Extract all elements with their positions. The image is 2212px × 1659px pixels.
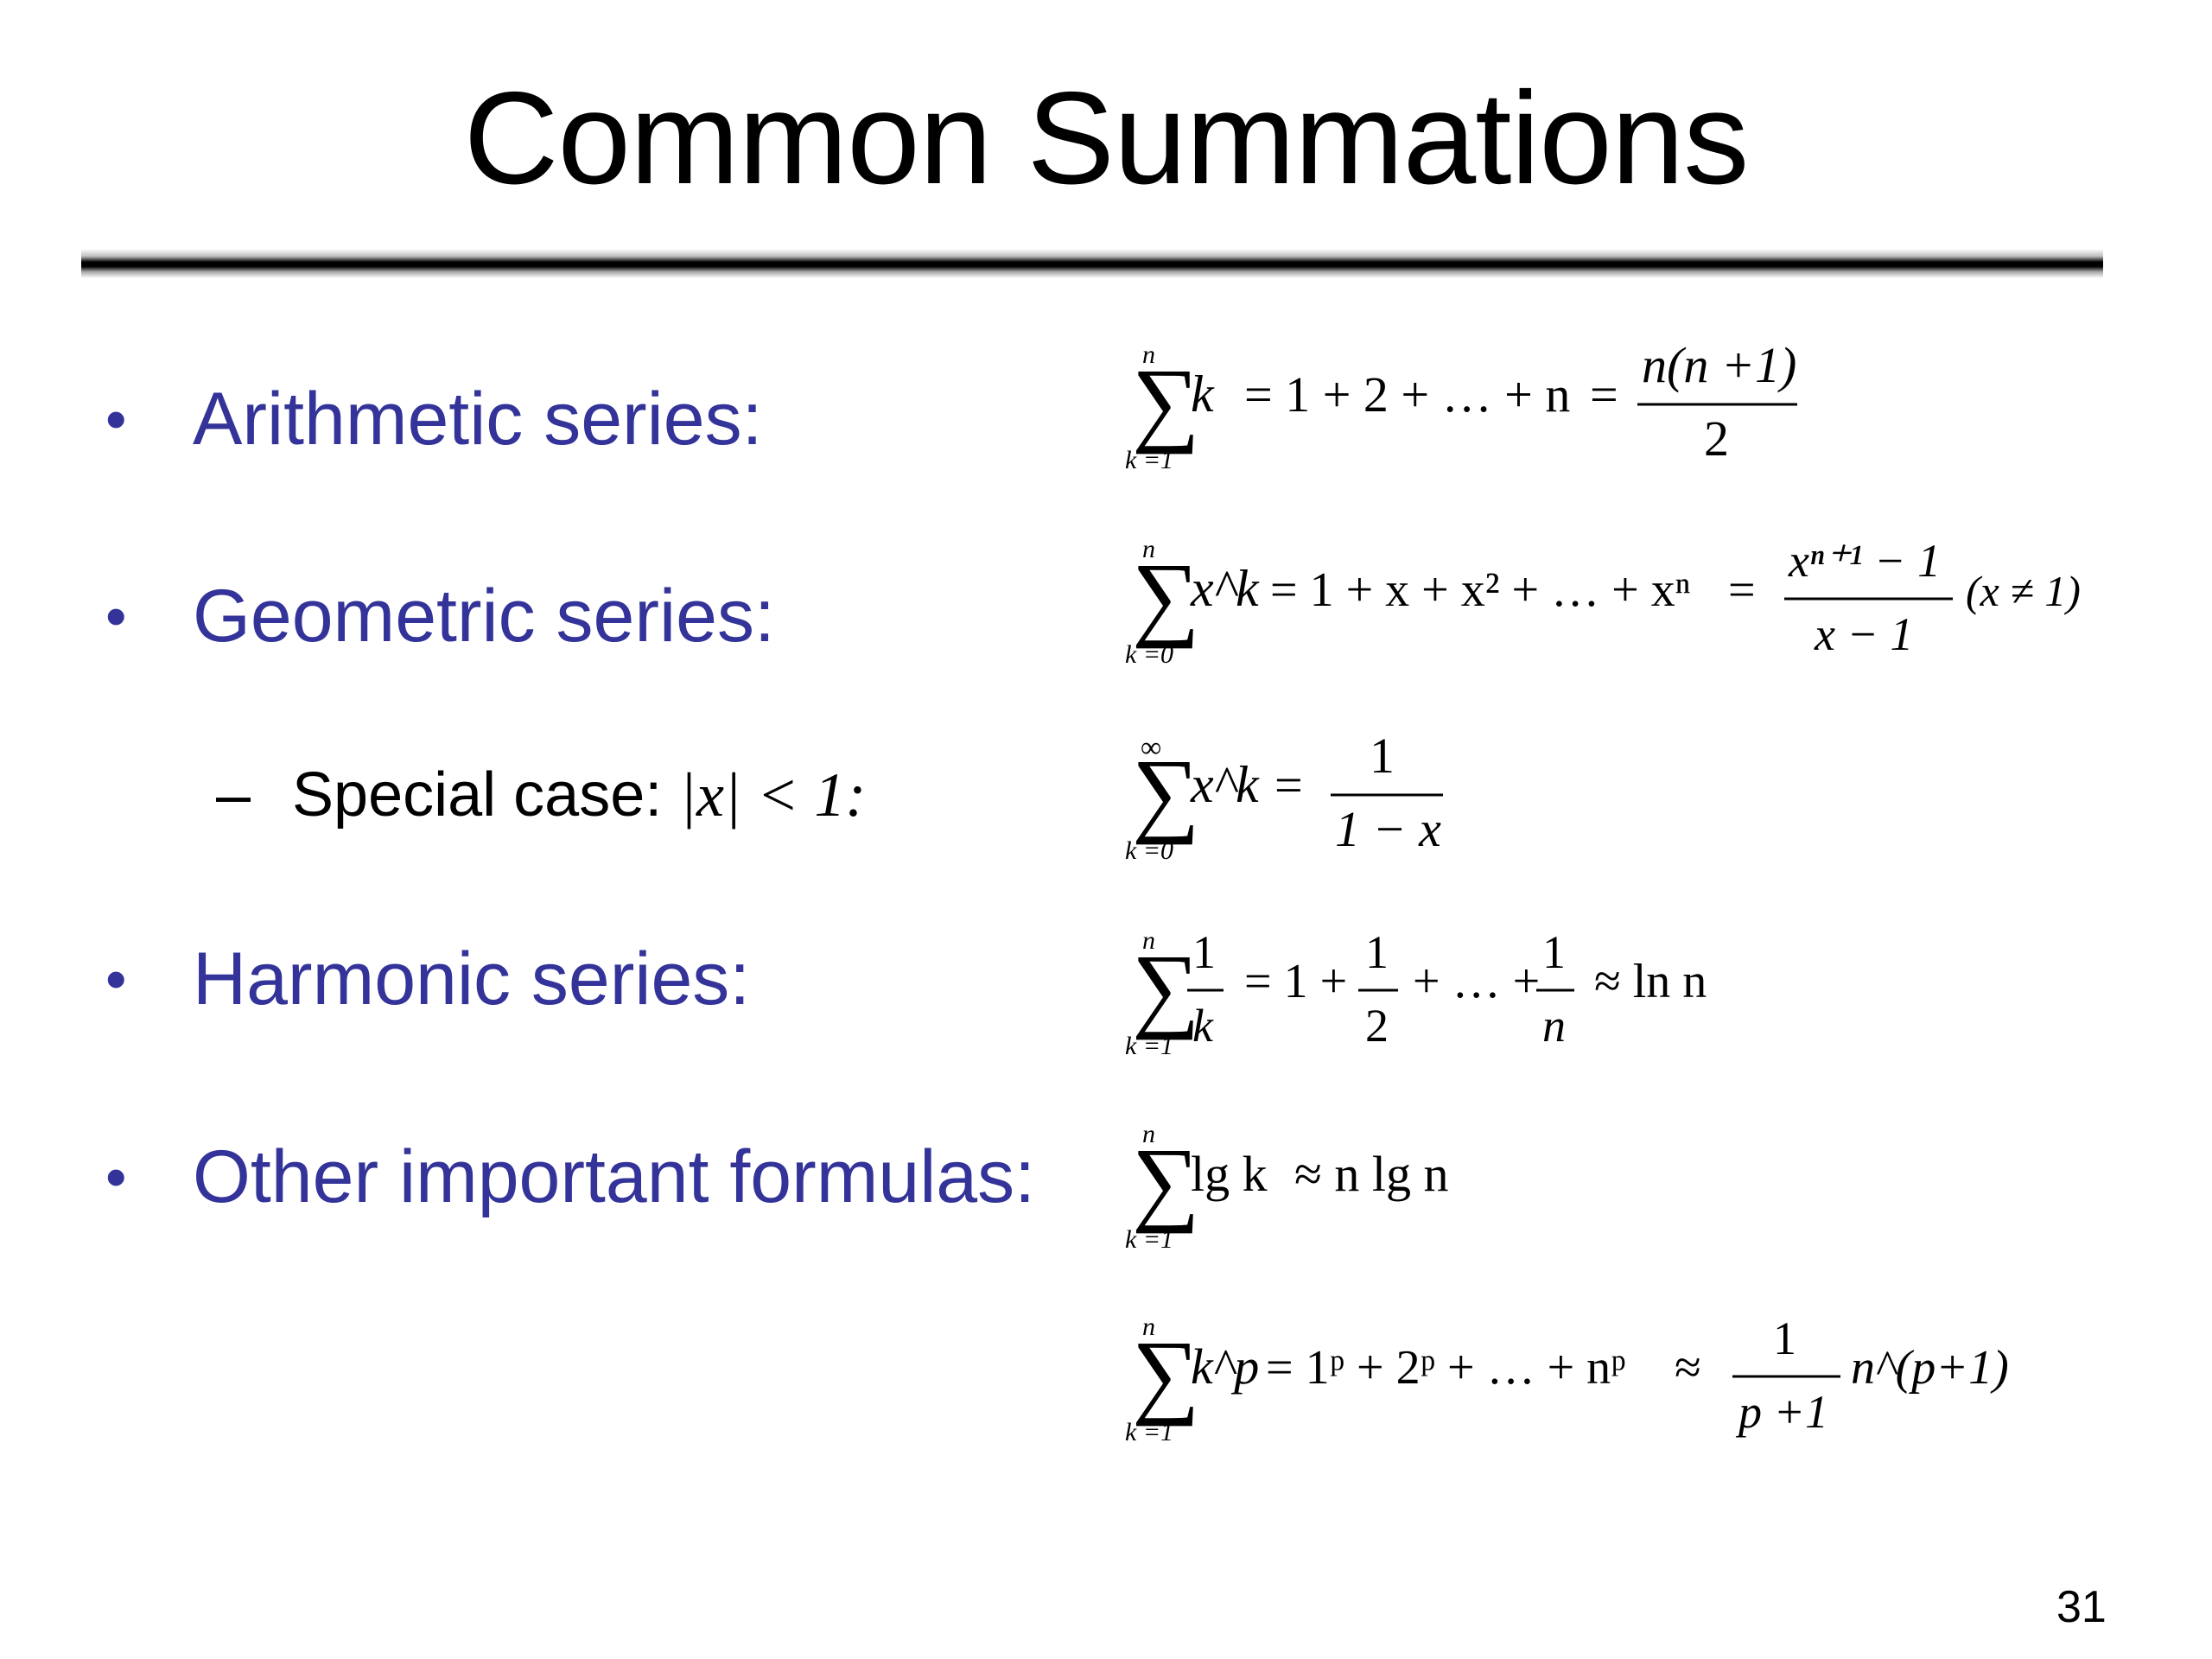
sum-lower-limit: k =1	[1125, 1032, 1173, 1060]
last-numerator: 1	[1542, 926, 1566, 978]
summand: x^k	[1190, 560, 1260, 617]
special-case-condition: |x| < 1:	[679, 760, 867, 830]
summand: x^k	[1190, 756, 1260, 813]
page-number: 31	[2056, 1582, 2107, 1632]
sigma-icon: ∑	[1132, 1321, 1199, 1427]
power-tail: n^(p+1)	[1851, 1341, 2009, 1395]
bullet-dot-icon: •	[105, 945, 127, 1013]
sum-upper-limit: n	[1142, 535, 1155, 563]
equals-sign: =	[1590, 366, 1618, 423]
expansion: = 1 + x + x² + … + xⁿ	[1270, 563, 1690, 617]
sum-lower-limit: k =1	[1125, 446, 1173, 474]
summand: lg k	[1191, 1146, 1268, 1202]
equals-sign: =	[1274, 757, 1303, 813]
bullet-dot-icon: •	[105, 582, 127, 650]
fraction-numerator: xⁿ⁺¹ − 1	[1788, 535, 1941, 587]
formula-special-case: ∞ ∑ k =0 x^k = 1 1 − x	[1123, 728, 2108, 874]
sum-upper-limit: ∞	[1141, 732, 1161, 764]
half-denominator: 2	[1365, 1000, 1389, 1052]
fraction-denominator: 2	[1704, 410, 1729, 467]
formula-geometric: n ∑ k =0 x^k = 1 + x + x² + … + xⁿ = xⁿ⁺…	[1123, 531, 2108, 678]
fraction-numerator: 1	[1370, 728, 1395, 784]
summand-denominator: k	[1192, 1000, 1214, 1052]
sigma-icon: ∑	[1132, 740, 1199, 845]
title-divider	[81, 249, 2103, 278]
approximation: ≈ ln n	[1594, 955, 1707, 1008]
summand: k	[1191, 365, 1215, 423]
fraction-numerator: n(n +1)	[1642, 337, 1796, 393]
bullet-arithmetic-label: Arithmetic series:	[193, 378, 763, 461]
sum-lower-limit: k =0	[1125, 640, 1173, 669]
expansion-mid: + … +	[1413, 955, 1540, 1008]
formula-harmonic: n ∑ k =1 1 k = 1 + 1 2 + … + 1 n ≈ ln n	[1123, 923, 2108, 1070]
sum-lower-limit: k =1	[1125, 1225, 1173, 1254]
sum-upper-limit: n	[1142, 340, 1155, 369]
fraction-denominator: x − 1	[1814, 608, 1913, 660]
sigma-icon: ∑	[1132, 1128, 1199, 1234]
summand: k^p	[1191, 1338, 1259, 1395]
sum-upper-limit: n	[1142, 1313, 1155, 1341]
formula-log-sum: n ∑ k =1 lg k ≈ n lg n	[1123, 1116, 2108, 1263]
expansion-start: = 1 +	[1244, 955, 1347, 1008]
sum-lower-limit: k =0	[1125, 836, 1173, 865]
sum-lower-limit: k =1	[1125, 1418, 1173, 1446]
last-denominator: n	[1542, 1000, 1566, 1052]
bullet-dot-icon: •	[105, 1143, 127, 1211]
formula-power-sum: n ∑ k =1 k^p = 1ᵖ + 2ᵖ + … + nᵖ ≈ 1 p +1…	[1123, 1309, 2108, 1456]
bullet-other-label: Other important formulas:	[193, 1135, 1036, 1218]
dash-icon: –	[216, 760, 251, 830]
half-numerator: 1	[1365, 926, 1389, 978]
sigma-icon: ∑	[1132, 935, 1199, 1040]
bullet-dot-icon: •	[105, 385, 127, 453]
sigma-icon: ∑	[1132, 349, 1199, 454]
fraction-numerator: 1	[1773, 1313, 1796, 1364]
approx-sign: ≈	[1675, 1341, 1701, 1395]
summand-numerator: 1	[1192, 926, 1216, 978]
sigma-icon: ∑	[1132, 543, 1199, 649]
expansion: = 1 + 2 + … + n	[1244, 366, 1570, 423]
bullet-geometric-label: Geometric series:	[193, 575, 775, 658]
fraction-denominator: 1 − x	[1335, 801, 1441, 857]
sum-upper-limit: n	[1142, 1120, 1155, 1148]
formula-arithmetic: n ∑ k =1 k = 1 + 2 + … + n = n(n +1) 2	[1123, 337, 2108, 484]
expansion: = 1ᵖ + 2ᵖ + … + nᵖ	[1266, 1341, 1626, 1395]
fraction-denominator: p +1	[1735, 1386, 1828, 1438]
special-case-label: Special case:	[292, 760, 680, 830]
sum-upper-limit: n	[1142, 926, 1155, 955]
slide-title: Common Summations	[463, 65, 1750, 212]
equals-sign: =	[1728, 563, 1756, 617]
approximation: ≈ n lg n	[1294, 1146, 1448, 1202]
bullet-harmonic-label: Harmonic series:	[193, 938, 751, 1020]
special-case-text: Special case: |x| < 1:	[292, 756, 866, 834]
condition: (x ≠ 1)	[1966, 567, 2081, 615]
